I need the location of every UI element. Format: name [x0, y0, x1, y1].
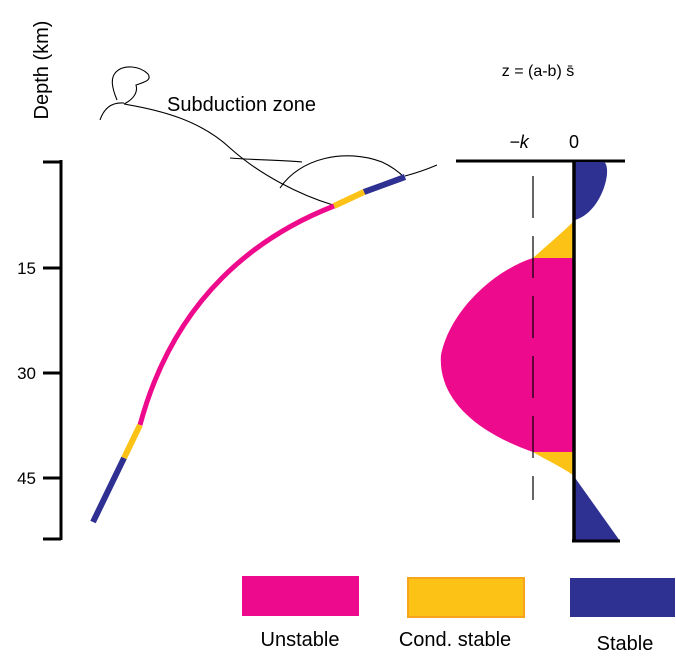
depth-axis-label: Depth (km) [31, 21, 53, 120]
profile-cond-stable-shallow [533, 220, 575, 258]
profile-cond-stable-deep [533, 452, 574, 475]
trench-outline [279, 155, 406, 189]
subduction-zone-label: Subduction zone [167, 94, 316, 116]
slab-path [90, 174, 407, 524]
profile-equation: z = (a-b) s̄ [502, 63, 574, 80]
island-base-outline [99, 102, 125, 121]
slab-stable-shallow [362, 174, 407, 195]
legend-swatch-unstable [242, 576, 359, 616]
legend-swatch-cond-stable [407, 577, 525, 618]
ocean-surface-line [404, 164, 438, 177]
overriding-plate-line [123, 103, 334, 206]
depth-tick-label-45: 45 [17, 469, 36, 488]
slab-unstable [137, 203, 335, 426]
depth-tick-label-30: 30 [17, 364, 36, 383]
subduction-cross-section [99, 66, 438, 206]
stability-profile: −k 0 z = (a-b) s̄ [440, 63, 625, 543]
profile-stable-deep [573, 475, 620, 541]
legend-swatch-stable [570, 578, 675, 617]
slab-cond-stable-shallow [332, 189, 366, 209]
depth-tick-label-15: 15 [17, 259, 36, 278]
slab-stable-deep [90, 456, 127, 524]
legend-label-cond-stable: Cond. stable [399, 629, 511, 651]
minus-k-label: −k [509, 132, 530, 152]
wedge-line [229, 157, 303, 163]
profile-unstable [440, 258, 574, 452]
slab-cond-stable-deep [121, 423, 143, 460]
zero-label: 0 [569, 132, 579, 152]
profile-stable-shallow [574, 162, 608, 220]
legend: Unstable Cond. stable Stable [242, 576, 675, 655]
legend-label-stable: Stable [597, 633, 654, 655]
depth-axis: 15 30 45 Depth (km) [17, 21, 63, 541]
legend-label-unstable: Unstable [261, 629, 340, 651]
island-outline [111, 66, 150, 105]
